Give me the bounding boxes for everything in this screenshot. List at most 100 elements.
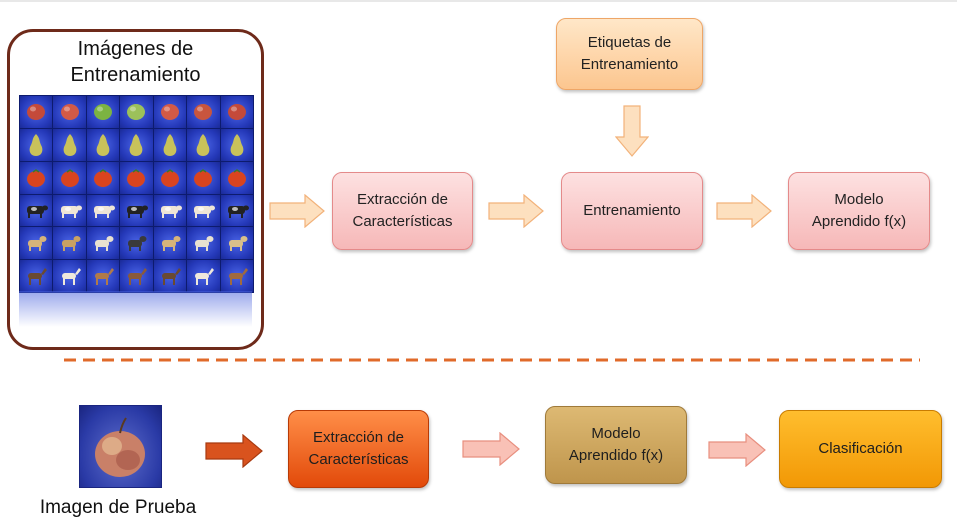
apple-thumbnail [120,96,153,128]
dog-thumbnail [120,227,153,260]
feature-extraction-line1: Extracción de [357,191,448,208]
pear-icon [29,133,43,156]
cow-thumbnail [153,194,187,227]
apple-icon [227,103,246,120]
training-box-label: Entrenamiento [583,202,681,219]
tomato-icon [127,168,146,187]
apple-thumbnail [86,96,120,128]
cow-thumbnail [120,194,153,227]
test-learned-model-line2: Aprendido f(x) [568,447,664,464]
tomato-icon [27,168,46,187]
horse-icon [28,268,48,286]
training-labels-line1: Etiquetas de [587,34,672,51]
horse-icon [61,268,81,286]
right-arrow-icon [708,433,766,467]
horse-thumbnail [120,260,153,292]
apple-icon [94,103,113,120]
tomato-icon [227,168,246,187]
pear-thumbnail [187,128,220,161]
right-arrow-icon [716,194,772,228]
cow-icon [60,205,82,219]
pear-icon [130,133,143,156]
learned-model-line2: Aprendido f(x) [811,213,907,230]
dog-icon [161,236,181,252]
classification-box: Clasificación [779,410,942,488]
pear-icon [196,133,210,156]
dog-icon [28,236,47,252]
tomato-icon [94,168,113,187]
training-image-grid [19,95,254,293]
horse-thumbnail [153,260,187,292]
apple-thumbnail [20,96,53,128]
top-rule [0,0,957,2]
apple-thumbnail [187,96,220,128]
horse-icon [128,268,148,286]
horse-icon [95,268,115,286]
apple-icon [60,103,79,120]
horse-icon [195,268,215,286]
apple-icon [95,417,145,477]
dog-thumbnail [187,227,220,260]
pear-icon [96,133,110,156]
horse-thumbnail [86,260,120,292]
learned-model-box: Modelo Aprendido f(x) [788,172,930,250]
tomato-icon [60,168,79,187]
horse-icon [161,268,181,286]
tomato-thumbnail [153,161,187,194]
cow-thumbnail [187,194,220,227]
test-learned-model-line1: Modelo [591,425,641,442]
cow-icon [227,205,249,219]
cow-icon [127,205,149,219]
horse-icon [228,268,248,286]
grid-reflection [19,291,252,327]
pear-icon [163,133,177,156]
right-arrow-icon [462,432,520,466]
cow-thumbnail [86,194,120,227]
horse-thumbnail [220,260,253,292]
right-arrow-icon [269,194,325,228]
pear-thumbnail [220,128,253,161]
phase-separator [64,358,920,362]
down-arrow-icon [615,105,649,157]
horse-thumbnail [187,260,220,292]
apple-icon [127,103,146,120]
training-images-title: Imágenes de Entrenamiento [7,36,264,88]
dog-thumbnail [220,227,253,260]
test-feature-extraction-box: Extracción de Características [288,410,429,488]
pear-icon [63,133,77,156]
cow-icon [94,205,116,219]
training-title-line1: Imágenes de [77,38,194,60]
pear-thumbnail [86,128,120,161]
test-feature-extraction-line2: Características [308,451,409,468]
pear-thumbnail [20,128,53,161]
training-labels-box: Etiquetas de Entrenamiento [556,18,703,90]
test-image [79,405,162,488]
apple-icon [160,103,179,120]
horse-thumbnail [20,260,53,292]
dog-icon [128,236,147,252]
dog-icon [61,236,81,252]
pear-thumbnail [120,128,153,161]
apple-icon [194,103,213,120]
tomato-icon [194,168,213,187]
pear-thumbnail [53,128,86,161]
test-image-caption: Imagen de Prueba [39,497,197,518]
right-arrow-icon [488,194,544,228]
feature-extraction-box: Extracción de Características [332,172,473,250]
dog-thumbnail [153,227,187,260]
dog-thumbnail [53,227,86,260]
cow-icon [194,205,216,219]
horse-thumbnail [53,260,86,292]
tomato-thumbnail [53,161,86,194]
learned-model-line1: Modelo [834,191,884,208]
test-learned-model-box: Modelo Aprendido f(x) [545,406,687,484]
dog-icon [95,236,114,252]
training-labels-line2: Entrenamiento [580,56,679,73]
cow-thumbnail [53,194,86,227]
tomato-thumbnail [220,161,253,194]
tomato-icon [160,168,179,187]
training-title-line2: Entrenamiento [70,64,201,86]
apple-thumbnail [220,96,253,128]
pear-thumbnail [153,128,187,161]
apple-icon [27,103,46,120]
